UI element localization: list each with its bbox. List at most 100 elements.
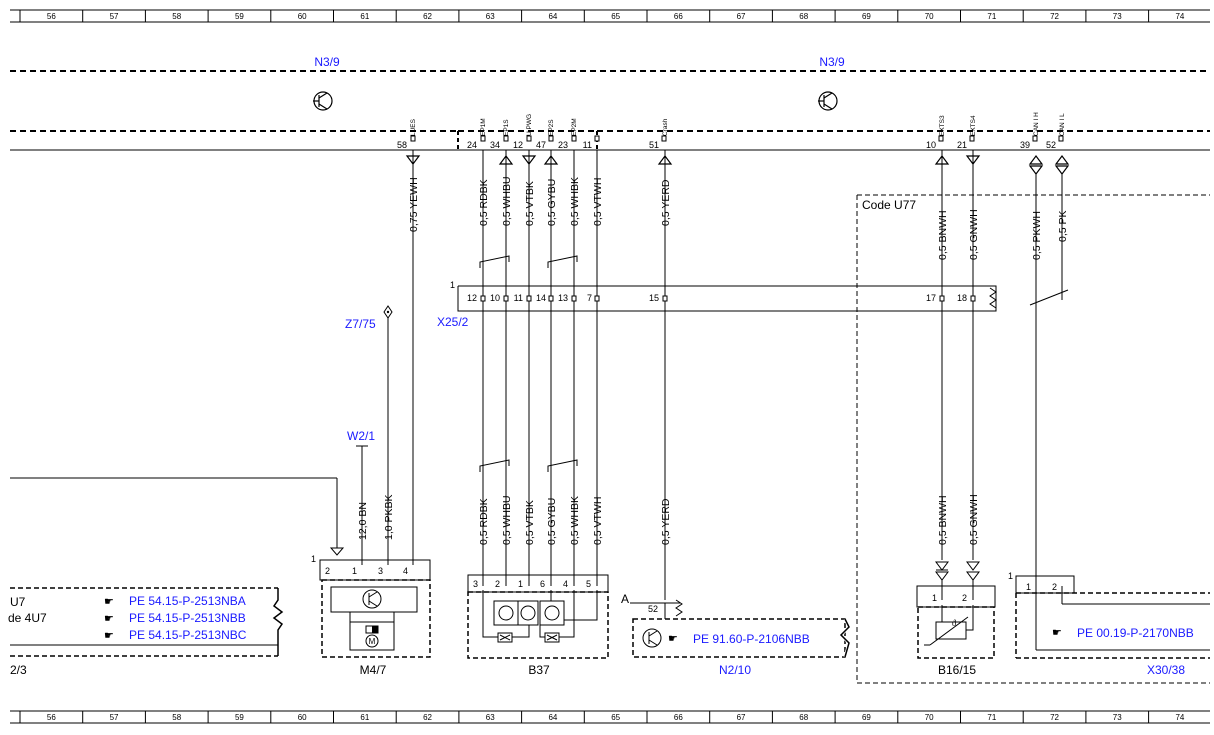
ruler-number: 72	[1050, 12, 1059, 21]
b16-pin: 2	[962, 593, 967, 603]
wire-label: 0,5 VTWH	[592, 178, 604, 226]
connector-label-x25-2: X25/2	[437, 315, 469, 329]
hand-pointer-icon: ☛	[104, 630, 114, 642]
code-u77-area	[856, 194, 1210, 684]
ruler-number: 67	[737, 12, 746, 21]
ref-link[interactable]: PE 54.15-P-2513NBC	[129, 628, 247, 642]
control-unit-n3-9	[10, 70, 1210, 151]
ruler-number: 61	[360, 12, 369, 21]
svg-text:M: M	[369, 637, 376, 646]
ruler-number: 59	[235, 713, 244, 722]
connector-index: 1	[450, 280, 455, 290]
pin-label-ep1s: EP1S	[503, 119, 510, 136]
left-box-line2: de 4U7	[8, 611, 47, 625]
ref-link[interactable]: PE 91.60-P-2106NBB	[693, 632, 810, 646]
ruler-number: 70	[925, 713, 934, 722]
wire-label: 0,5 BNWH	[937, 495, 949, 545]
left-module-box	[10, 587, 284, 657]
pin-number: 34	[490, 140, 500, 150]
x25-pin-stubs	[480, 295, 976, 302]
ref-link[interactable]: PE 54.15-P-2513NBB	[129, 611, 246, 625]
m4-pin: 4	[403, 566, 408, 576]
ruler-number: 71	[987, 713, 996, 722]
wire-label: 0,5 PK	[1057, 210, 1069, 242]
wire-label: 0,75 YEWH	[408, 177, 420, 232]
pin-number: 39	[1020, 140, 1030, 150]
pin-index: 1	[311, 554, 316, 564]
b16-pin: 1	[932, 593, 937, 603]
pin-label-ep2m: EP2M	[571, 118, 578, 136]
ruler-number: 57	[110, 12, 119, 21]
pin-label-ep2s: EP2S	[548, 119, 555, 136]
b37-pin: 3	[473, 579, 478, 589]
wire-label: 0,5 VTWH	[592, 497, 604, 545]
ruler-number: 58	[172, 713, 181, 722]
ruler-number: 57	[110, 713, 119, 722]
wire-label: 0,5 RDBK	[478, 498, 490, 545]
wire-label: 0,5 YERD	[660, 179, 672, 226]
pin-number: 11	[583, 140, 592, 150]
wire-label: 0,5 GNWH	[968, 494, 980, 545]
b37-pin: 6	[540, 579, 545, 589]
ruler-number: 64	[548, 12, 557, 21]
wire-label: 0,5 WHBK	[569, 496, 581, 545]
ref-link[interactable]: PE 54.15-P-2513NBA	[129, 594, 246, 608]
ruler-number: 74	[1175, 12, 1184, 21]
pin-number: 52	[1046, 140, 1056, 150]
pin-number: 51	[649, 140, 659, 150]
component-x30-38	[1015, 575, 1210, 659]
hand-pointer-icon: ☛	[668, 633, 678, 645]
wires	[10, 150, 1210, 651]
pin-number: 58	[397, 140, 407, 150]
ruler-number: 56	[47, 12, 56, 21]
ruler-number: 62	[423, 713, 432, 722]
wire-label: 0,5 WHBK	[569, 177, 581, 226]
component-label-x30-38: X30/38	[1147, 663, 1185, 677]
branch-label-a: A	[621, 592, 629, 606]
pin-number: 21	[957, 140, 967, 150]
ruler-number: 66	[674, 713, 683, 722]
ruler-number: 65	[611, 12, 620, 21]
b37-pin: 2	[495, 579, 500, 589]
connector-pin: 17	[926, 293, 936, 303]
ruler-number: 74	[1175, 713, 1184, 722]
pin-label-upwg: U PWG	[526, 114, 533, 136]
pin-label-ep1m: EP1M	[480, 118, 487, 136]
ruler-number: 73	[1113, 713, 1122, 722]
pin-label-can-h: CAN I H	[1033, 112, 1040, 136]
b37-pin: 5	[586, 579, 591, 589]
ruler-number: 70	[925, 12, 934, 21]
pin-label-lues: LUES	[410, 118, 417, 136]
component-label-m4-7: M4/7	[360, 663, 387, 677]
ref-link[interactable]: PE 00.19-P-2170NBB	[1077, 626, 1194, 640]
wire-label: 0,5 RDBK	[478, 179, 490, 226]
connector-pin: 14	[536, 293, 546, 303]
ruler-number: 68	[799, 713, 808, 722]
ruler-number: 56	[47, 713, 56, 722]
hand-pointer-icon: ☛	[1052, 627, 1062, 639]
pin-label-exts3: EXTS3	[939, 115, 946, 136]
wire-label: 0,5 GNWH	[968, 209, 980, 260]
component-label-b37: B37	[528, 663, 550, 677]
left-box-footer: 2/3	[10, 663, 27, 677]
splice-dot	[386, 310, 390, 314]
ruler-number: 71	[987, 12, 996, 21]
x30-pin: 2	[1052, 582, 1057, 592]
transistor-icon	[313, 91, 333, 111]
wire-label: 0,5 WHBU	[501, 176, 513, 226]
wire-label: 12,0 BN	[357, 502, 369, 540]
pin-index: 1	[1008, 571, 1013, 581]
pin-label-crash: Crash	[662, 118, 669, 136]
connector-pin: 11	[514, 293, 523, 303]
component-m4-7: M	[319, 559, 431, 658]
component-b37	[467, 574, 609, 659]
ruler-number: 62	[423, 12, 432, 21]
ruler-number: 69	[862, 12, 871, 21]
ruler-number: 67	[737, 713, 746, 722]
m4-pin: 3	[378, 566, 383, 576]
ruler-number: 61	[360, 713, 369, 722]
wire-label: 0,5 YERD	[660, 498, 672, 545]
connector-pin: 15	[649, 293, 659, 303]
